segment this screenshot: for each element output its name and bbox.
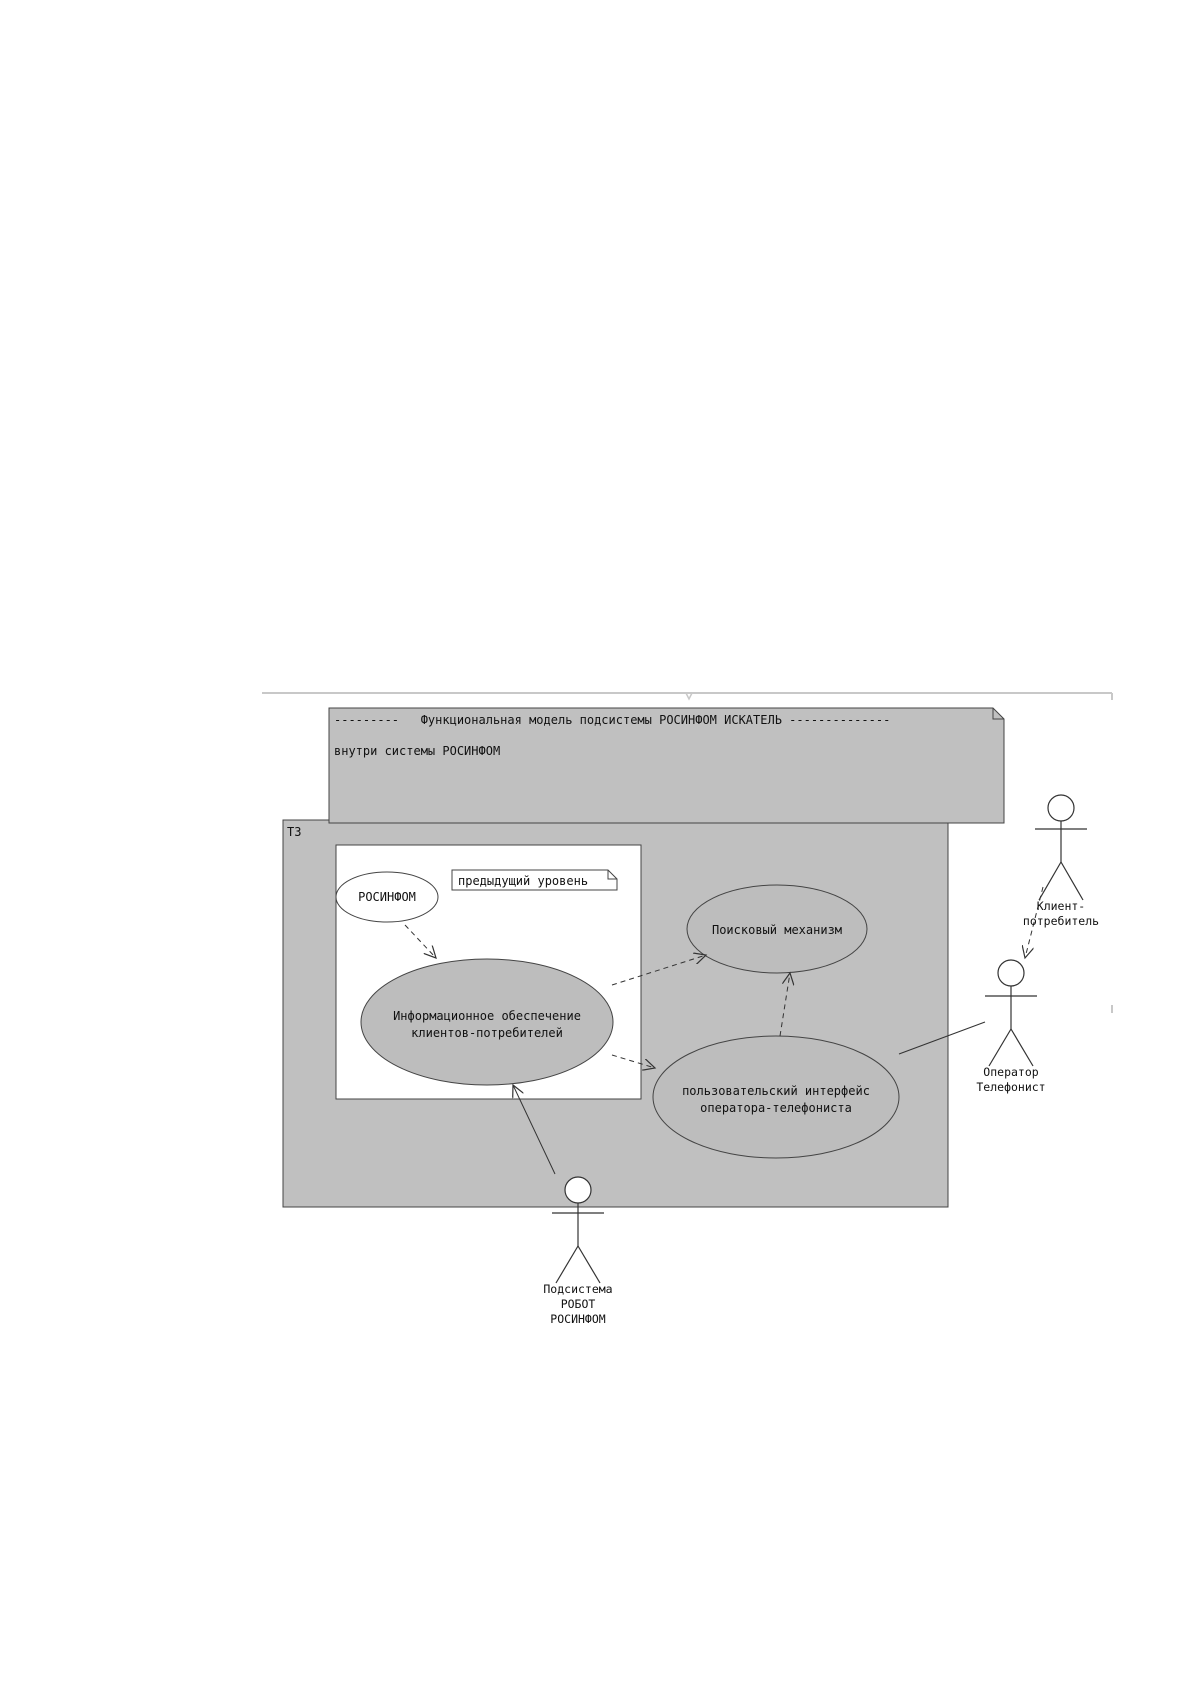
dependency-info-to-ui — [611, 1054, 655, 1068]
actor-robot-label-2: РОБОТ — [561, 1297, 596, 1311]
usecase-rosinfom: РОСИНФОМ — [335, 871, 439, 923]
usecase-operator-ui-line2: оператора-телефониста — [700, 1101, 852, 1115]
dependency-info-to-search — [611, 955, 706, 986]
actor-operator-head-icon — [997, 959, 1025, 987]
dependency-ui-to-search — [779, 973, 790, 1037]
usecase-search-engine: Поисковый механизм — [686, 884, 868, 974]
usecase-info-support-line2: клиентов-потребителей — [411, 1026, 563, 1040]
dependency-rosinfom-to-info — [404, 924, 436, 958]
actor-robot-label-1: Подсистема — [543, 1282, 612, 1296]
actor-operator — [985, 959, 1037, 1067]
actor-client-label-2: потребитель — [1023, 914, 1099, 928]
page-divider — [262, 692, 1113, 1013]
actor-robot-head-icon — [564, 1176, 592, 1204]
usecase-operator-ui: пользовательский интерфейс оператора-тел… — [652, 1035, 900, 1159]
actor-operator-label-2: Телефонист — [976, 1080, 1045, 1094]
actor-client-head-icon — [1047, 794, 1075, 822]
frame-label: ТЗ — [287, 825, 301, 839]
actor-robot-subsystem — [552, 1176, 604, 1284]
usecase-rosinfom-label: РОСИНФОМ — [358, 890, 416, 904]
usecase-info-support-line1: Информационное обеспечение — [393, 1009, 581, 1023]
title-note-title: --------- Функциональная модель подсисте… — [334, 713, 890, 727]
actor-client-consumer — [1035, 794, 1087, 901]
previous-level-note-label: предыдущий уровень — [458, 874, 588, 888]
usecase-search-engine-label: Поисковый механизм — [712, 923, 842, 937]
association-robot-info — [513, 1085, 556, 1175]
actor-operator-label-1: Оператор — [983, 1065, 1038, 1079]
usecase-info-support: Информационное обеспечение клиентов-потр… — [360, 958, 614, 1086]
usecase-operator-ui-line1: пользовательский интерфейс — [682, 1084, 870, 1098]
title-note-subtitle: внутри системы РОСИНФОМ — [334, 744, 500, 758]
association-operator-ui — [898, 1021, 986, 1055]
title-note: --------- Функциональная модель подсисте… — [328, 707, 1005, 824]
previous-level-note: предыдущий уровень — [451, 869, 618, 891]
actor-client-label-1: Клиент- — [1037, 899, 1085, 913]
actor-robot-label-3: РОСИНФОМ — [550, 1312, 605, 1326]
